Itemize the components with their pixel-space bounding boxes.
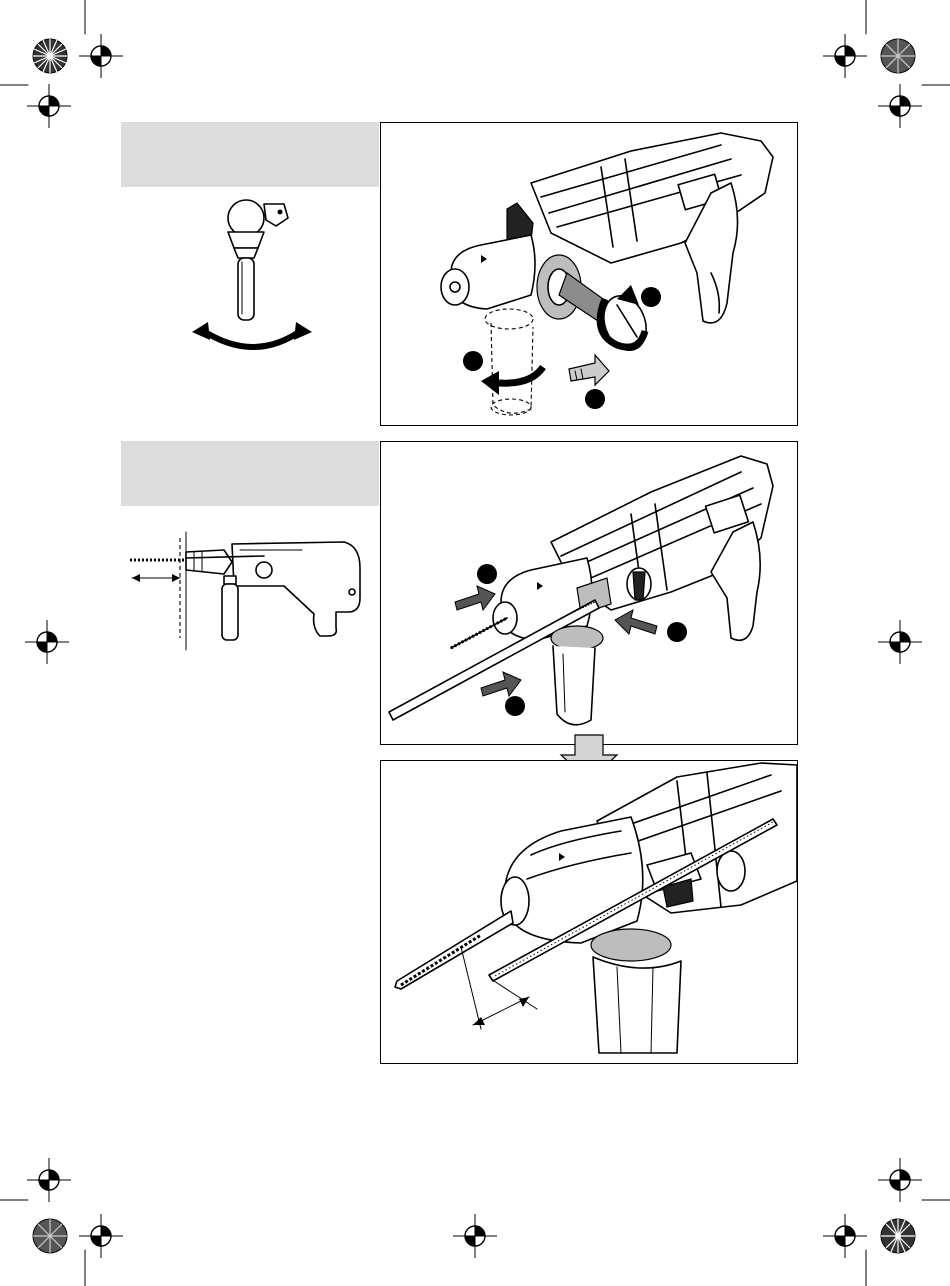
rotate-arrow-icon xyxy=(202,330,302,347)
color-target-icon xyxy=(878,1216,918,1256)
registration-mark-icon xyxy=(878,620,922,664)
registration-mark-icon xyxy=(27,1158,71,1202)
registration-mark-icon xyxy=(453,1214,497,1258)
color-target-icon xyxy=(878,36,918,76)
color-target-icon xyxy=(30,1216,70,1256)
drill-depth-side-illustration xyxy=(124,528,384,658)
step-marker-icon xyxy=(463,351,483,371)
registration-mark-icon xyxy=(25,620,69,664)
handle-swivel-illustration xyxy=(184,196,324,356)
registration-mark-icon xyxy=(79,1214,123,1258)
push-arrow-icon xyxy=(569,355,609,385)
push-arrow-icon xyxy=(481,672,521,696)
step-marker-icon xyxy=(585,389,605,409)
figure-label-box-1 xyxy=(121,122,379,187)
figure-panel-depth-setting xyxy=(380,760,798,1064)
step-marker-icon xyxy=(641,287,661,307)
registration-mark-icon xyxy=(27,84,71,128)
figure-panel-depth-stop xyxy=(380,441,798,745)
step-marker-icon xyxy=(505,696,525,716)
push-arrow-icon xyxy=(615,610,657,634)
step-marker-icon xyxy=(477,564,497,584)
registration-mark-icon xyxy=(878,84,922,128)
registration-mark-icon xyxy=(878,1158,922,1202)
figure-panel-auxiliary-handle xyxy=(380,122,798,426)
registration-mark-icon xyxy=(823,34,867,78)
registration-mark-icon xyxy=(823,1214,867,1258)
rotate-arrow-icon xyxy=(499,367,543,383)
step-marker-icon xyxy=(667,622,687,642)
color-target-icon xyxy=(30,36,70,76)
figure-label-box-2 xyxy=(121,441,379,506)
push-arrow-icon xyxy=(455,586,495,610)
registration-mark-icon xyxy=(79,34,123,78)
